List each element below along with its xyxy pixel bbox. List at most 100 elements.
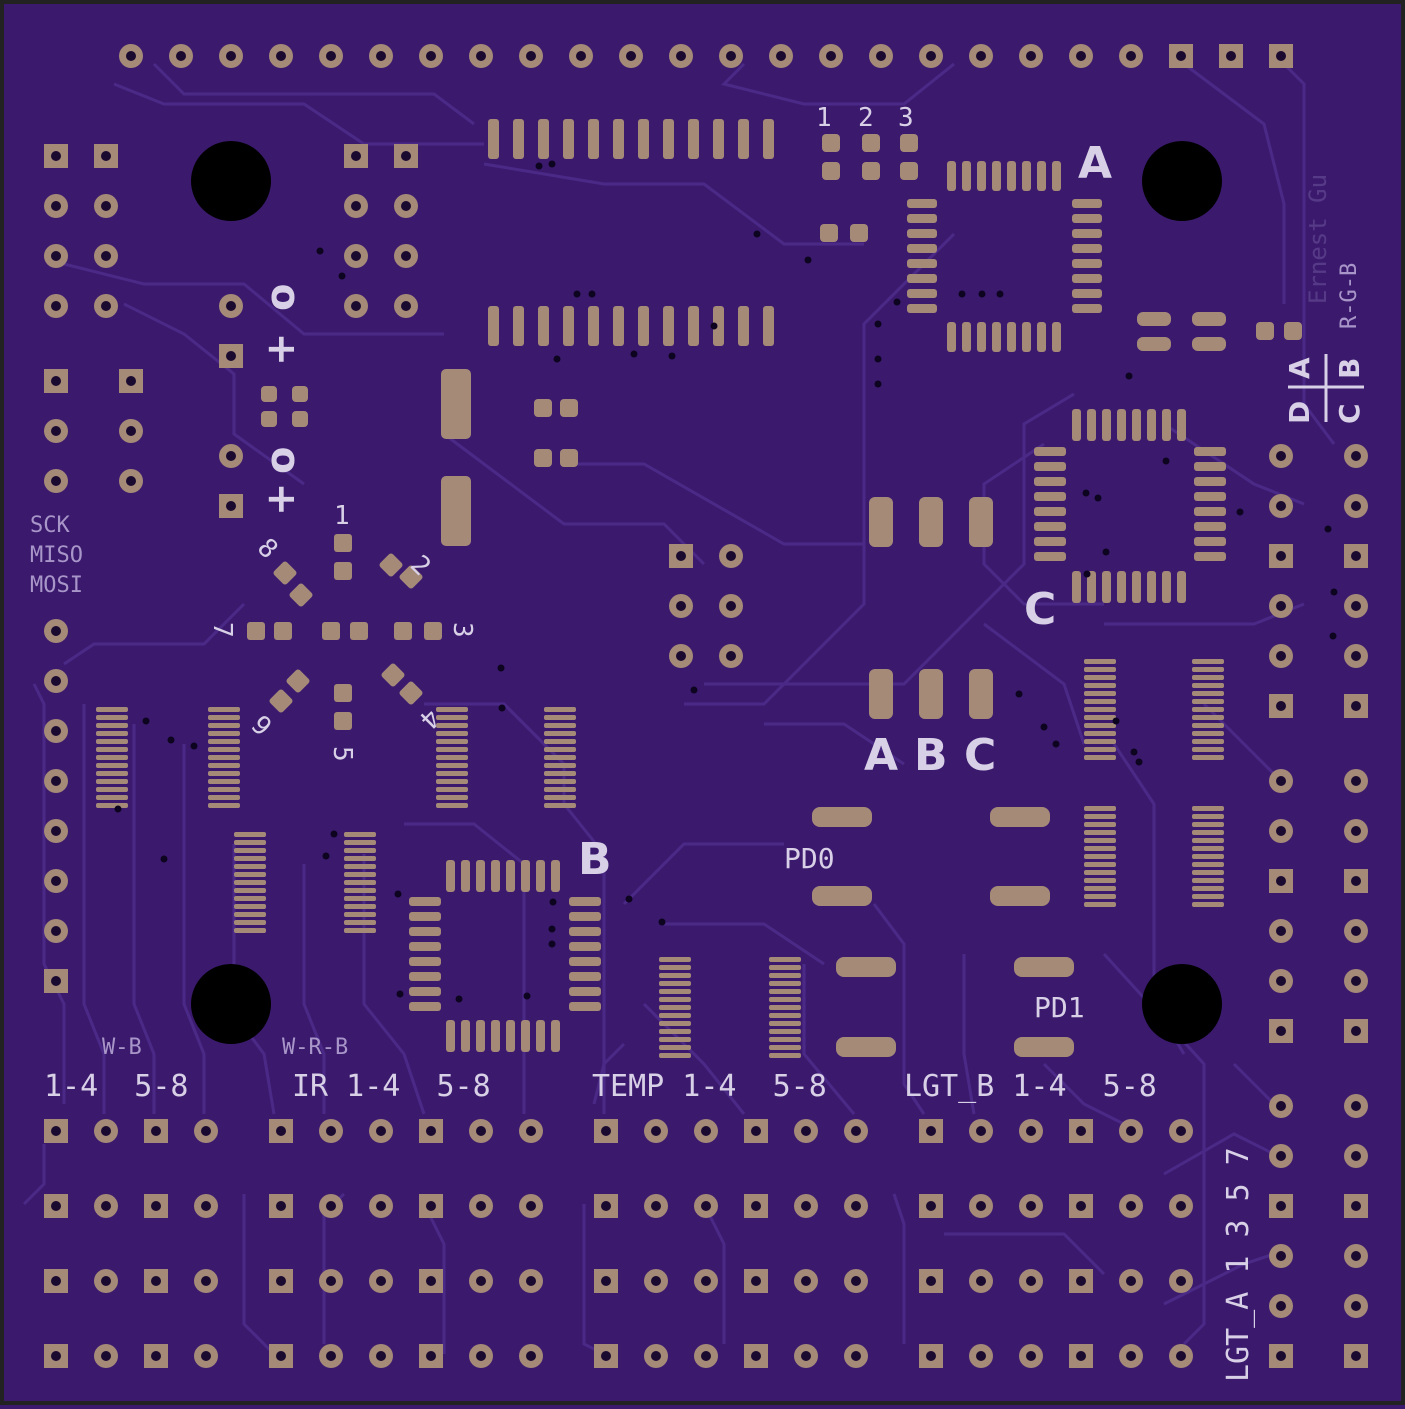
smd-pad [544, 763, 576, 768]
label-sel-3: 3 [898, 103, 914, 133]
smd-pad [234, 864, 266, 869]
drill-hole [601, 1126, 611, 1136]
via [1324, 525, 1332, 533]
smd-pad [1147, 409, 1156, 441]
smd-pad [344, 848, 376, 853]
drill-hole [351, 151, 361, 161]
drill-hole [51, 726, 61, 736]
smd-pad [544, 747, 576, 752]
smd-pad [409, 987, 441, 996]
smd-pad [409, 942, 441, 951]
label-group-ir: IR 1-4 5-8 [292, 1069, 491, 1104]
smd-pad [1084, 715, 1116, 720]
smd-pad [1034, 477, 1066, 486]
drill-hole [1276, 776, 1286, 786]
smd-pad [1084, 723, 1116, 728]
label-author: Ernest Gu [1304, 174, 1332, 304]
smd-pad [1084, 683, 1116, 688]
smd-pad [769, 989, 801, 994]
smd-pad [919, 497, 943, 547]
drill-hole [401, 251, 411, 261]
label-pol-o2: o [258, 447, 304, 474]
smd-pad [261, 386, 277, 402]
smd-pad [409, 897, 441, 906]
smd-pad [947, 322, 956, 352]
smd-pad [1192, 675, 1224, 680]
smd-pad [436, 731, 468, 736]
label-quad-d: D [1283, 401, 1316, 424]
drill-hole [801, 1126, 811, 1136]
smd-pad [812, 886, 872, 906]
smd-pad [992, 161, 1001, 191]
via [1125, 372, 1133, 380]
drill-hole [1226, 51, 1236, 61]
smd-pad [1192, 683, 1224, 688]
drill-hole [1276, 651, 1286, 661]
smd-pad [947, 161, 956, 191]
drill-hole [51, 1126, 61, 1136]
smd-pad [1147, 571, 1156, 603]
smd-pad [1072, 259, 1102, 268]
drill-hole [801, 1201, 811, 1211]
drill-hole [1026, 1201, 1036, 1211]
smd-pad [446, 1020, 455, 1052]
drill-hole [476, 51, 486, 61]
smd-pad [1284, 322, 1302, 340]
drill-hole [201, 1276, 211, 1286]
label-abc-b: B [914, 730, 948, 781]
drill-hole [1026, 1276, 1036, 1286]
smd-pad [1194, 522, 1226, 531]
smd-pad [1084, 878, 1116, 883]
smd-pad [1132, 571, 1141, 603]
smd-pad [234, 888, 266, 893]
via [455, 995, 463, 1003]
drill-hole [1076, 1126, 1086, 1136]
drill-hole [376, 1351, 386, 1361]
via [548, 160, 556, 168]
smd-pad [738, 306, 749, 346]
smd-pad [713, 306, 724, 346]
drill-hole [101, 1126, 111, 1136]
smd-pad [1052, 161, 1061, 191]
smd-pad [1194, 492, 1226, 501]
drill-hole [101, 301, 111, 311]
via [396, 990, 404, 998]
via [668, 352, 676, 360]
smd-pad [344, 928, 376, 933]
smd-pad [1256, 322, 1274, 340]
smd-pad [836, 957, 896, 977]
smd-pad [1117, 409, 1126, 441]
smd-pad [1194, 507, 1226, 516]
smd-pad [344, 912, 376, 917]
smd-pad [822, 134, 840, 152]
smd-pad [269, 689, 293, 713]
smd-pad [907, 274, 937, 283]
drill-hole [476, 1201, 486, 1211]
label-sel-1: 1 [816, 103, 832, 133]
smd-pad [962, 322, 971, 352]
smd-pad [1034, 552, 1066, 561]
drill-hole [1276, 501, 1286, 511]
smd-pad [1034, 462, 1066, 471]
drill-hole [151, 1126, 161, 1136]
smd-pad [1192, 312, 1226, 326]
drill-hole [151, 1201, 161, 1211]
drill-hole [276, 1201, 286, 1211]
smd-pad [1194, 447, 1226, 456]
smd-pad [551, 1020, 560, 1052]
drill-hole [1351, 501, 1361, 511]
label-star-8: 8 [251, 533, 283, 565]
smd-pad [551, 860, 560, 892]
smd-pad [234, 848, 266, 853]
drill-hole [926, 1276, 936, 1286]
drill-hole [151, 1351, 161, 1361]
drill-hole [1351, 701, 1361, 711]
smd-pad [769, 957, 801, 962]
drill-hole [51, 1201, 61, 1211]
via [1094, 494, 1102, 502]
smd-pad [379, 553, 403, 577]
via [1162, 457, 1170, 465]
smd-pad [1192, 667, 1224, 672]
smd-pad [208, 755, 240, 760]
smd-pad [234, 928, 266, 933]
